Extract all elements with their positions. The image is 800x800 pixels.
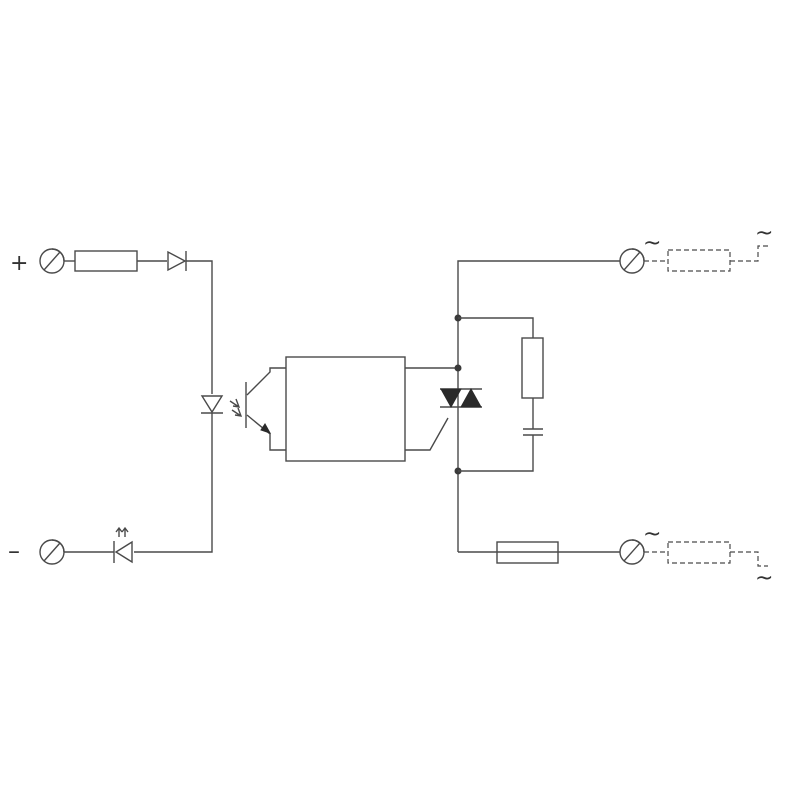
driver-circuit-block — [285, 356, 406, 462]
wire-snubber-top — [458, 317, 534, 338]
snubber-resistor — [521, 337, 544, 399]
wire-bottom-load-return — [730, 551, 768, 567]
triac — [440, 387, 482, 409]
bottom-load-ac-symbol: ~ — [755, 566, 773, 591]
wire-snubber-bottom — [458, 435, 534, 472]
status-led — [113, 526, 133, 564]
top-output-terminal — [619, 248, 645, 274]
junction-triac — [454, 364, 462, 372]
positive-screw-terminal — [39, 248, 65, 274]
input-resistor — [74, 250, 138, 272]
wire-optocoupler-to-negative — [134, 413, 213, 553]
top-external-load — [667, 249, 731, 272]
wire-top-load-return — [730, 245, 768, 262]
wire-diode-to-optocoupler — [186, 260, 213, 394]
positive-terminal-label: + — [10, 251, 28, 276]
wire-driver-to-triac-gate — [405, 417, 449, 451]
negative-screw-terminal — [39, 539, 65, 565]
input-protection-diode — [167, 250, 187, 272]
bottom-output-terminal — [619, 539, 645, 565]
snubber-capacitor — [523, 428, 543, 436]
phototransistor — [245, 367, 286, 451]
negative-terminal-label: – — [8, 537, 20, 565]
bottom-ac-symbol: ~ — [643, 522, 661, 547]
bottom-external-load — [667, 541, 731, 564]
top-load-ac-symbol: ~ — [755, 221, 773, 246]
top-ac-symbol: ~ — [643, 231, 661, 256]
optocoupler-led — [200, 395, 243, 417]
wire-output-bus-top — [457, 260, 620, 368]
